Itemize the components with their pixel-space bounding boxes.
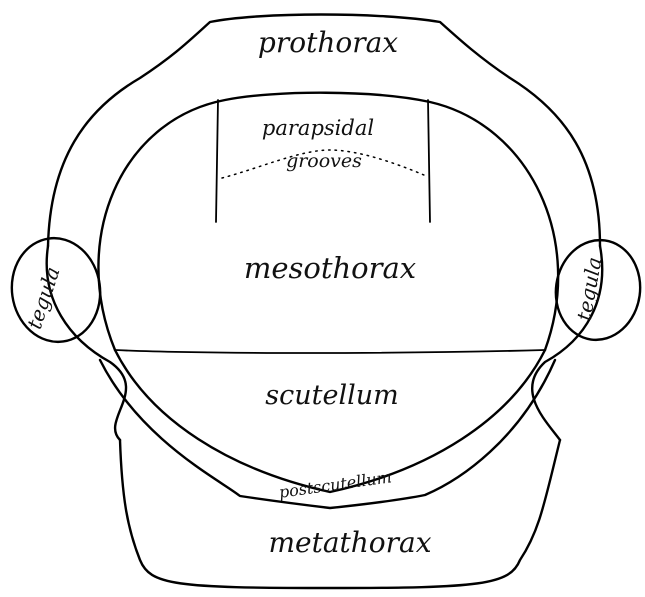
parapsidal-groove-left: [216, 100, 218, 222]
scutellum-divider: [115, 350, 545, 353]
metathorax-outline: [120, 440, 560, 588]
label-parapsidal: parapsidal: [262, 116, 374, 140]
label-mesothorax: mesothorax: [244, 251, 416, 285]
label-metathorax: metathorax: [268, 526, 431, 559]
label-tegula-left: tegula: [22, 264, 65, 332]
label-tegula-right: tegula: [572, 255, 607, 322]
label-prothorax: prothorax: [258, 26, 398, 59]
label-scutellum: scutellum: [265, 380, 398, 411]
scutellum-outline: [115, 350, 545, 492]
label-grooves: grooves: [286, 150, 362, 172]
parapsidal-groove-right: [428, 100, 430, 222]
label-postscutellum: postscutellum: [278, 467, 393, 502]
